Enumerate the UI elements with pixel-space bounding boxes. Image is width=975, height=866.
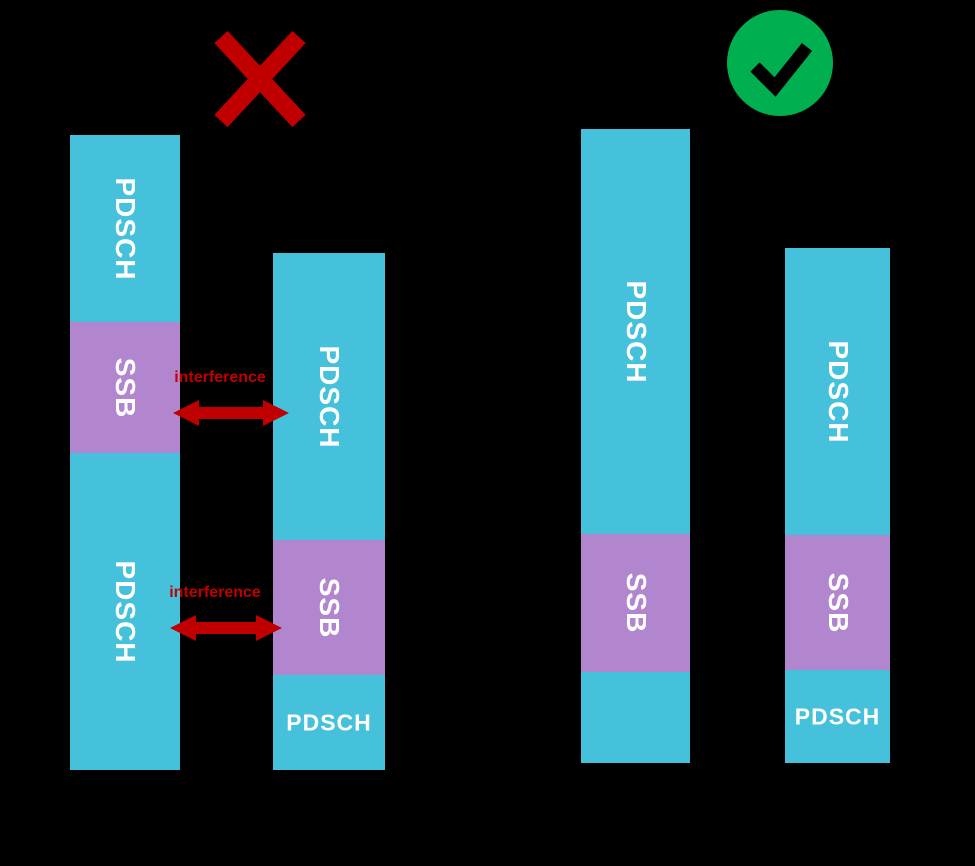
interference-arrow-icon xyxy=(173,400,289,426)
bar: PDSCH SSB xyxy=(581,129,690,763)
check-circle-icon xyxy=(727,10,833,116)
segment-label: PDSCH xyxy=(794,703,881,729)
ssb-segment: SSB xyxy=(70,322,180,453)
ssb-segment: SSB xyxy=(785,535,890,670)
pdsch-segment: PDSCH xyxy=(581,129,690,534)
interference-arrow-icon xyxy=(170,615,282,641)
segment-label: SSB xyxy=(620,572,652,634)
pdsch-segment: PDSCH xyxy=(273,253,385,540)
segment-label: PDSCH xyxy=(620,279,652,384)
ssb-segment: SSB xyxy=(273,540,385,675)
ssb-segment: SSB xyxy=(581,534,690,672)
bar: PDSCH SSB PDSCH xyxy=(70,135,180,770)
interference-label: interference xyxy=(174,369,266,386)
pdsch-segment: PDSCH xyxy=(70,453,180,770)
pdsch-segment: PDSCH xyxy=(785,248,890,535)
interference-label: interference xyxy=(169,584,261,601)
segment-label: SSB xyxy=(314,577,345,638)
segment-label: PDSCH xyxy=(110,176,141,281)
segment-label: PDSCH xyxy=(286,709,372,735)
bar: PDSCH SSB PDSCH xyxy=(785,248,890,763)
segment-label: PDSCH xyxy=(314,344,345,449)
pdsch-segment: PDSCH xyxy=(273,675,385,770)
pdsch-segment xyxy=(581,672,690,763)
segment-label: PDSCH xyxy=(110,559,141,664)
segment-label: SSB xyxy=(822,572,854,633)
segment-label: SSB xyxy=(110,357,141,418)
cross-icon xyxy=(214,30,306,128)
bar: PDSCH SSB PDSCH xyxy=(273,253,385,770)
pdsch-segment: PDSCH xyxy=(785,670,890,763)
pdsch-segment: PDSCH xyxy=(70,135,180,322)
segment-label: PDSCH xyxy=(822,339,854,444)
